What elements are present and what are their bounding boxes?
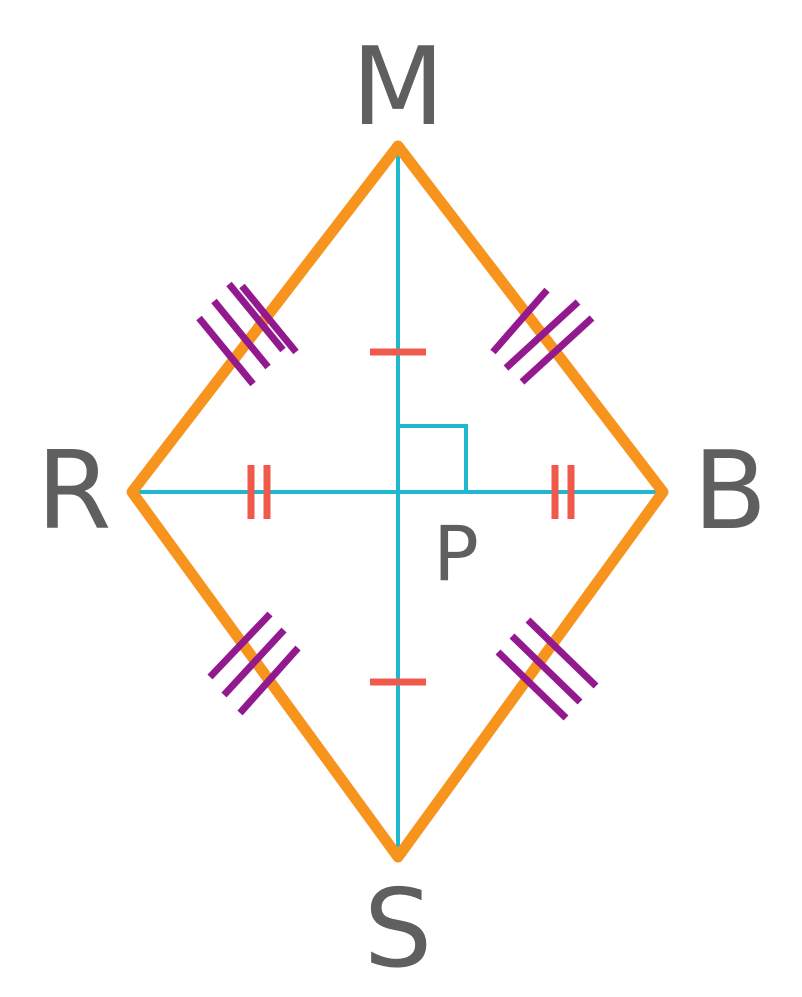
tick-mb-2 [503, 299, 581, 371]
vertex-label-b: B [693, 429, 767, 554]
tick-marks-rp-pb [247, 465, 575, 519]
rhombus-outline [126, 140, 669, 863]
tick-mb-3 [519, 315, 595, 385]
vertex-label-r: R [36, 429, 111, 554]
tick-mr-3 [226, 281, 286, 353]
tick-bs-3 [495, 649, 569, 721]
tick-rs-2 [221, 627, 287, 698]
tick-marks-sides [196, 281, 599, 721]
vertex-label-m: M [351, 25, 444, 150]
tick-marks-mp-ps [370, 348, 426, 686]
tick-bs-1 [525, 617, 599, 689]
right-angle-marker [398, 424, 468, 492]
center-label-p: P [433, 509, 479, 598]
tick-bs-2 [509, 633, 583, 705]
tick-mr-1 [196, 315, 256, 387]
tick-rs-1 [207, 611, 273, 680]
tick-mr-4 [239, 283, 299, 355]
tick-mr-2 [211, 298, 271, 370]
tick-mb-1 [490, 287, 550, 355]
vertex-label-s: S [364, 867, 433, 992]
tick-rs-3 [237, 645, 301, 716]
